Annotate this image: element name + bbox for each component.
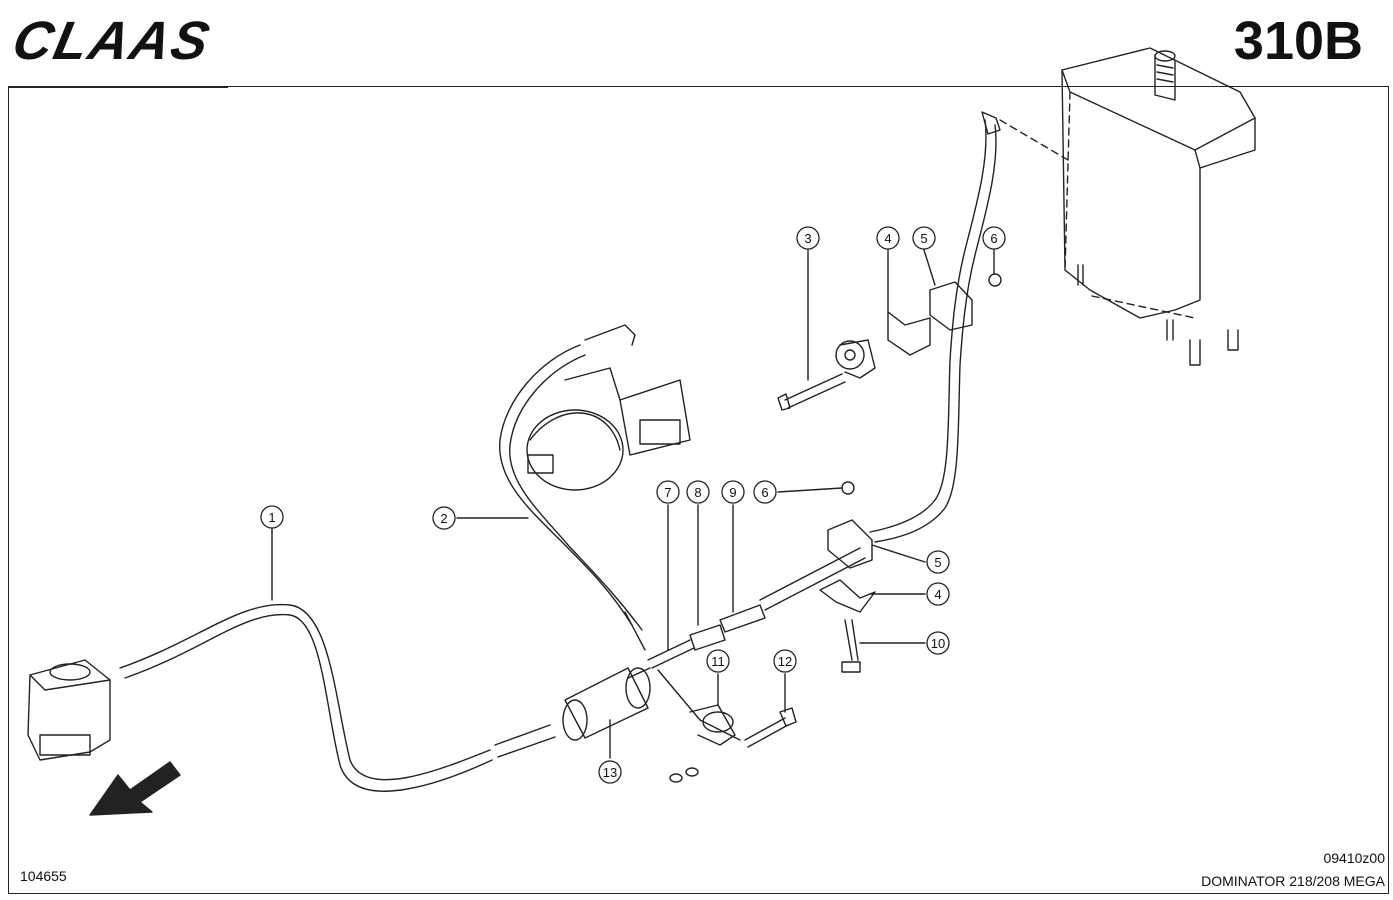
svg-text:5: 5 xyxy=(920,231,927,246)
callout-4: 4 xyxy=(926,582,950,606)
callout-10: 10 xyxy=(926,631,950,655)
svg-text:6: 6 xyxy=(990,231,997,246)
svg-text:5: 5 xyxy=(934,555,941,570)
svg-text:4: 4 xyxy=(884,231,891,246)
leader-5a xyxy=(923,249,936,286)
steering-pump xyxy=(27,659,111,761)
leader-6b xyxy=(777,487,843,493)
drawing-frame xyxy=(8,86,1389,894)
callout-1: 1 xyxy=(260,505,284,529)
svg-text:8: 8 xyxy=(694,485,701,500)
leader-tank xyxy=(999,119,1069,161)
svg-text:2: 2 xyxy=(440,511,447,526)
model-name: DOMINATOR 218/208 MEGA xyxy=(1201,873,1385,889)
callout-2: 2 xyxy=(432,506,456,530)
svg-text:4: 4 xyxy=(934,587,941,602)
return-hose xyxy=(869,111,1001,543)
callout-6: 6 xyxy=(982,226,1006,250)
hose-2 xyxy=(499,324,646,651)
svg-text:13: 13 xyxy=(603,765,617,780)
callout-13: 13 xyxy=(598,760,622,784)
part-number: 104655 xyxy=(20,868,67,884)
callout-5: 5 xyxy=(926,550,950,574)
svg-text:3: 3 xyxy=(804,231,811,246)
callout-11: 11 xyxy=(706,649,730,673)
callout-9: 9 xyxy=(721,480,745,504)
drawing-reference: 09410z00 xyxy=(1323,850,1385,866)
svg-text:6: 6 xyxy=(761,485,768,500)
filter-13 xyxy=(562,667,651,741)
svg-text:12: 12 xyxy=(778,654,792,669)
callout-3: 3 xyxy=(796,226,820,250)
oil-tank xyxy=(1061,47,1256,366)
bolt-12 xyxy=(744,707,797,748)
callout-12: 12 xyxy=(773,649,797,673)
callout-8: 8 xyxy=(686,480,710,504)
upper-clamp xyxy=(835,281,973,379)
bolt-3 xyxy=(777,373,846,411)
svg-text:11: 11 xyxy=(711,654,725,669)
svg-text:7: 7 xyxy=(664,485,671,500)
fitting-chain xyxy=(647,547,866,741)
callout-4: 4 xyxy=(876,226,900,250)
hose-1 xyxy=(119,603,556,792)
page-code: 310B xyxy=(1233,11,1363,71)
callout-7: 7 xyxy=(656,480,680,504)
svg-text:10: 10 xyxy=(931,636,945,651)
callout-5: 5 xyxy=(912,226,936,250)
washer xyxy=(685,767,699,777)
direction-arrow xyxy=(89,761,181,816)
svg-text:9: 9 xyxy=(729,485,736,500)
svg-text:1: 1 xyxy=(268,510,275,525)
nut-upper xyxy=(988,273,1002,287)
hydraulic-motor xyxy=(526,367,691,491)
bracket-11 xyxy=(689,704,736,746)
washer xyxy=(669,773,683,783)
callout-6: 6 xyxy=(753,480,777,504)
header-rule xyxy=(8,86,228,88)
leader-5b xyxy=(871,544,926,563)
